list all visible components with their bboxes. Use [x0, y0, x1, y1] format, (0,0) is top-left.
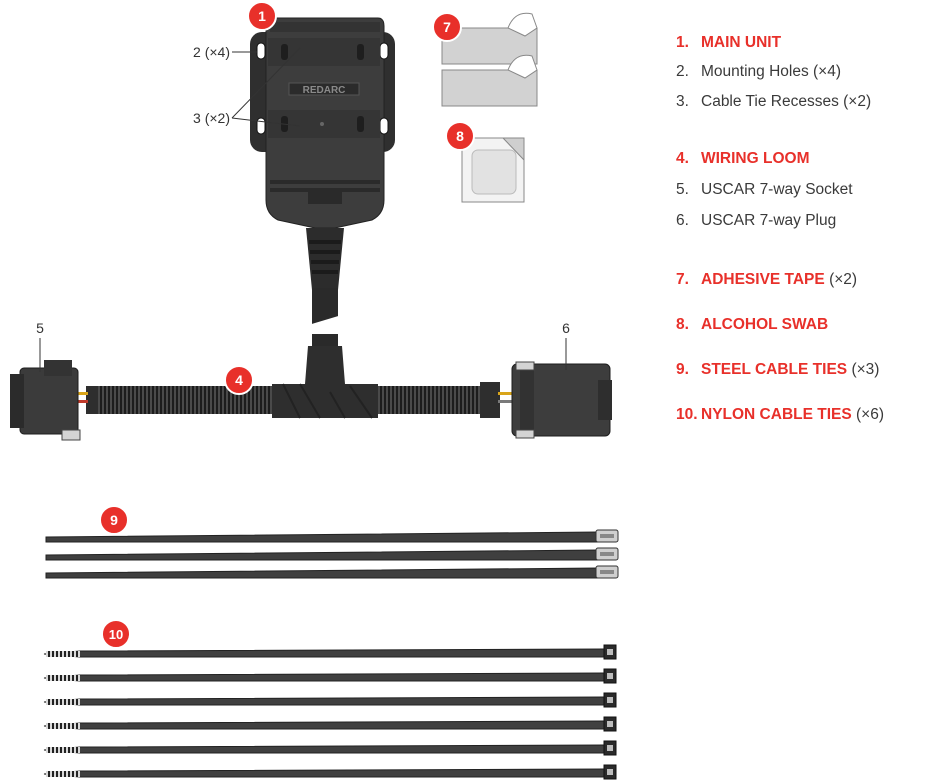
nylon-cable-ties	[43, 644, 617, 780]
tape-peel-corner	[507, 12, 538, 37]
tape-wraps	[282, 383, 373, 419]
socket-face	[10, 374, 24, 428]
brand-badge	[288, 82, 360, 96]
grill-block	[308, 192, 342, 204]
steel-cable-tie	[45, 529, 619, 543]
plug-tab	[515, 429, 535, 439]
callout-9: 9	[99, 505, 129, 535]
wire-red	[74, 400, 88, 403]
callout-1-label: 1	[258, 8, 266, 24]
uscar-plug	[511, 361, 612, 439]
callout-7-label: 7	[443, 19, 451, 35]
callout-8: 8	[445, 121, 475, 151]
plug-collar	[520, 368, 534, 432]
mounting-holes-label: 2 (×4)	[193, 44, 230, 60]
socket-latch	[44, 360, 72, 376]
plug-label: 6	[562, 320, 570, 336]
strain-relief	[306, 228, 344, 290]
nylon-cable-tie	[43, 668, 617, 684]
taped-junction	[272, 346, 378, 418]
steel-cable-ties	[45, 529, 619, 579]
callout-9-label: 9	[110, 512, 118, 528]
nylon-cable-tie	[43, 740, 617, 756]
nylon-cable-tie	[43, 716, 617, 732]
callout-10: 10	[101, 619, 131, 649]
cable-break	[305, 314, 345, 334]
callout-7: 7	[432, 12, 462, 42]
cable-tie-recesses	[268, 38, 380, 138]
swab-pad	[471, 149, 517, 195]
nylon-cable-tie	[43, 692, 617, 708]
socket-label: 5	[36, 320, 44, 336]
callout-4: 4	[224, 365, 254, 395]
tape-peel-corner	[507, 54, 538, 79]
wire-yellow	[498, 392, 512, 395]
wiring-loom	[74, 288, 512, 419]
swab-fold	[501, 137, 525, 162]
steel-cable-tie	[45, 565, 619, 579]
grill-line	[270, 180, 380, 184]
wire-grey	[498, 400, 512, 403]
tape-wrap-right	[480, 382, 500, 418]
leader-lines	[39, 47, 567, 372]
callout-10-label: 10	[109, 627, 123, 642]
socket-tab	[61, 429, 81, 441]
grill-line	[270, 188, 380, 192]
alcohol-swab	[461, 137, 525, 203]
uscar-socket	[10, 360, 81, 441]
socket-body	[19, 367, 79, 435]
loom-right-conduit	[372, 386, 492, 414]
brand-label: REDARC	[303, 85, 346, 96]
steel-cable-tie	[45, 547, 619, 561]
cable-tie-recesses-label: 3 (×2)	[193, 110, 230, 126]
nylon-cable-tie	[43, 644, 617, 660]
nylon-cable-tie	[43, 764, 617, 780]
main-unit: REDARC	[250, 17, 395, 290]
wire-yellow	[74, 392, 88, 395]
body-top-edge	[270, 22, 380, 32]
strain-relief-ribs	[309, 240, 341, 274]
tape-wrap-left	[86, 386, 98, 414]
callout-4-label: 4	[235, 372, 243, 388]
plug-face	[598, 380, 612, 420]
callout-8-label: 8	[456, 128, 464, 144]
plug-tab	[515, 361, 535, 371]
callout-1: 1	[247, 1, 277, 31]
